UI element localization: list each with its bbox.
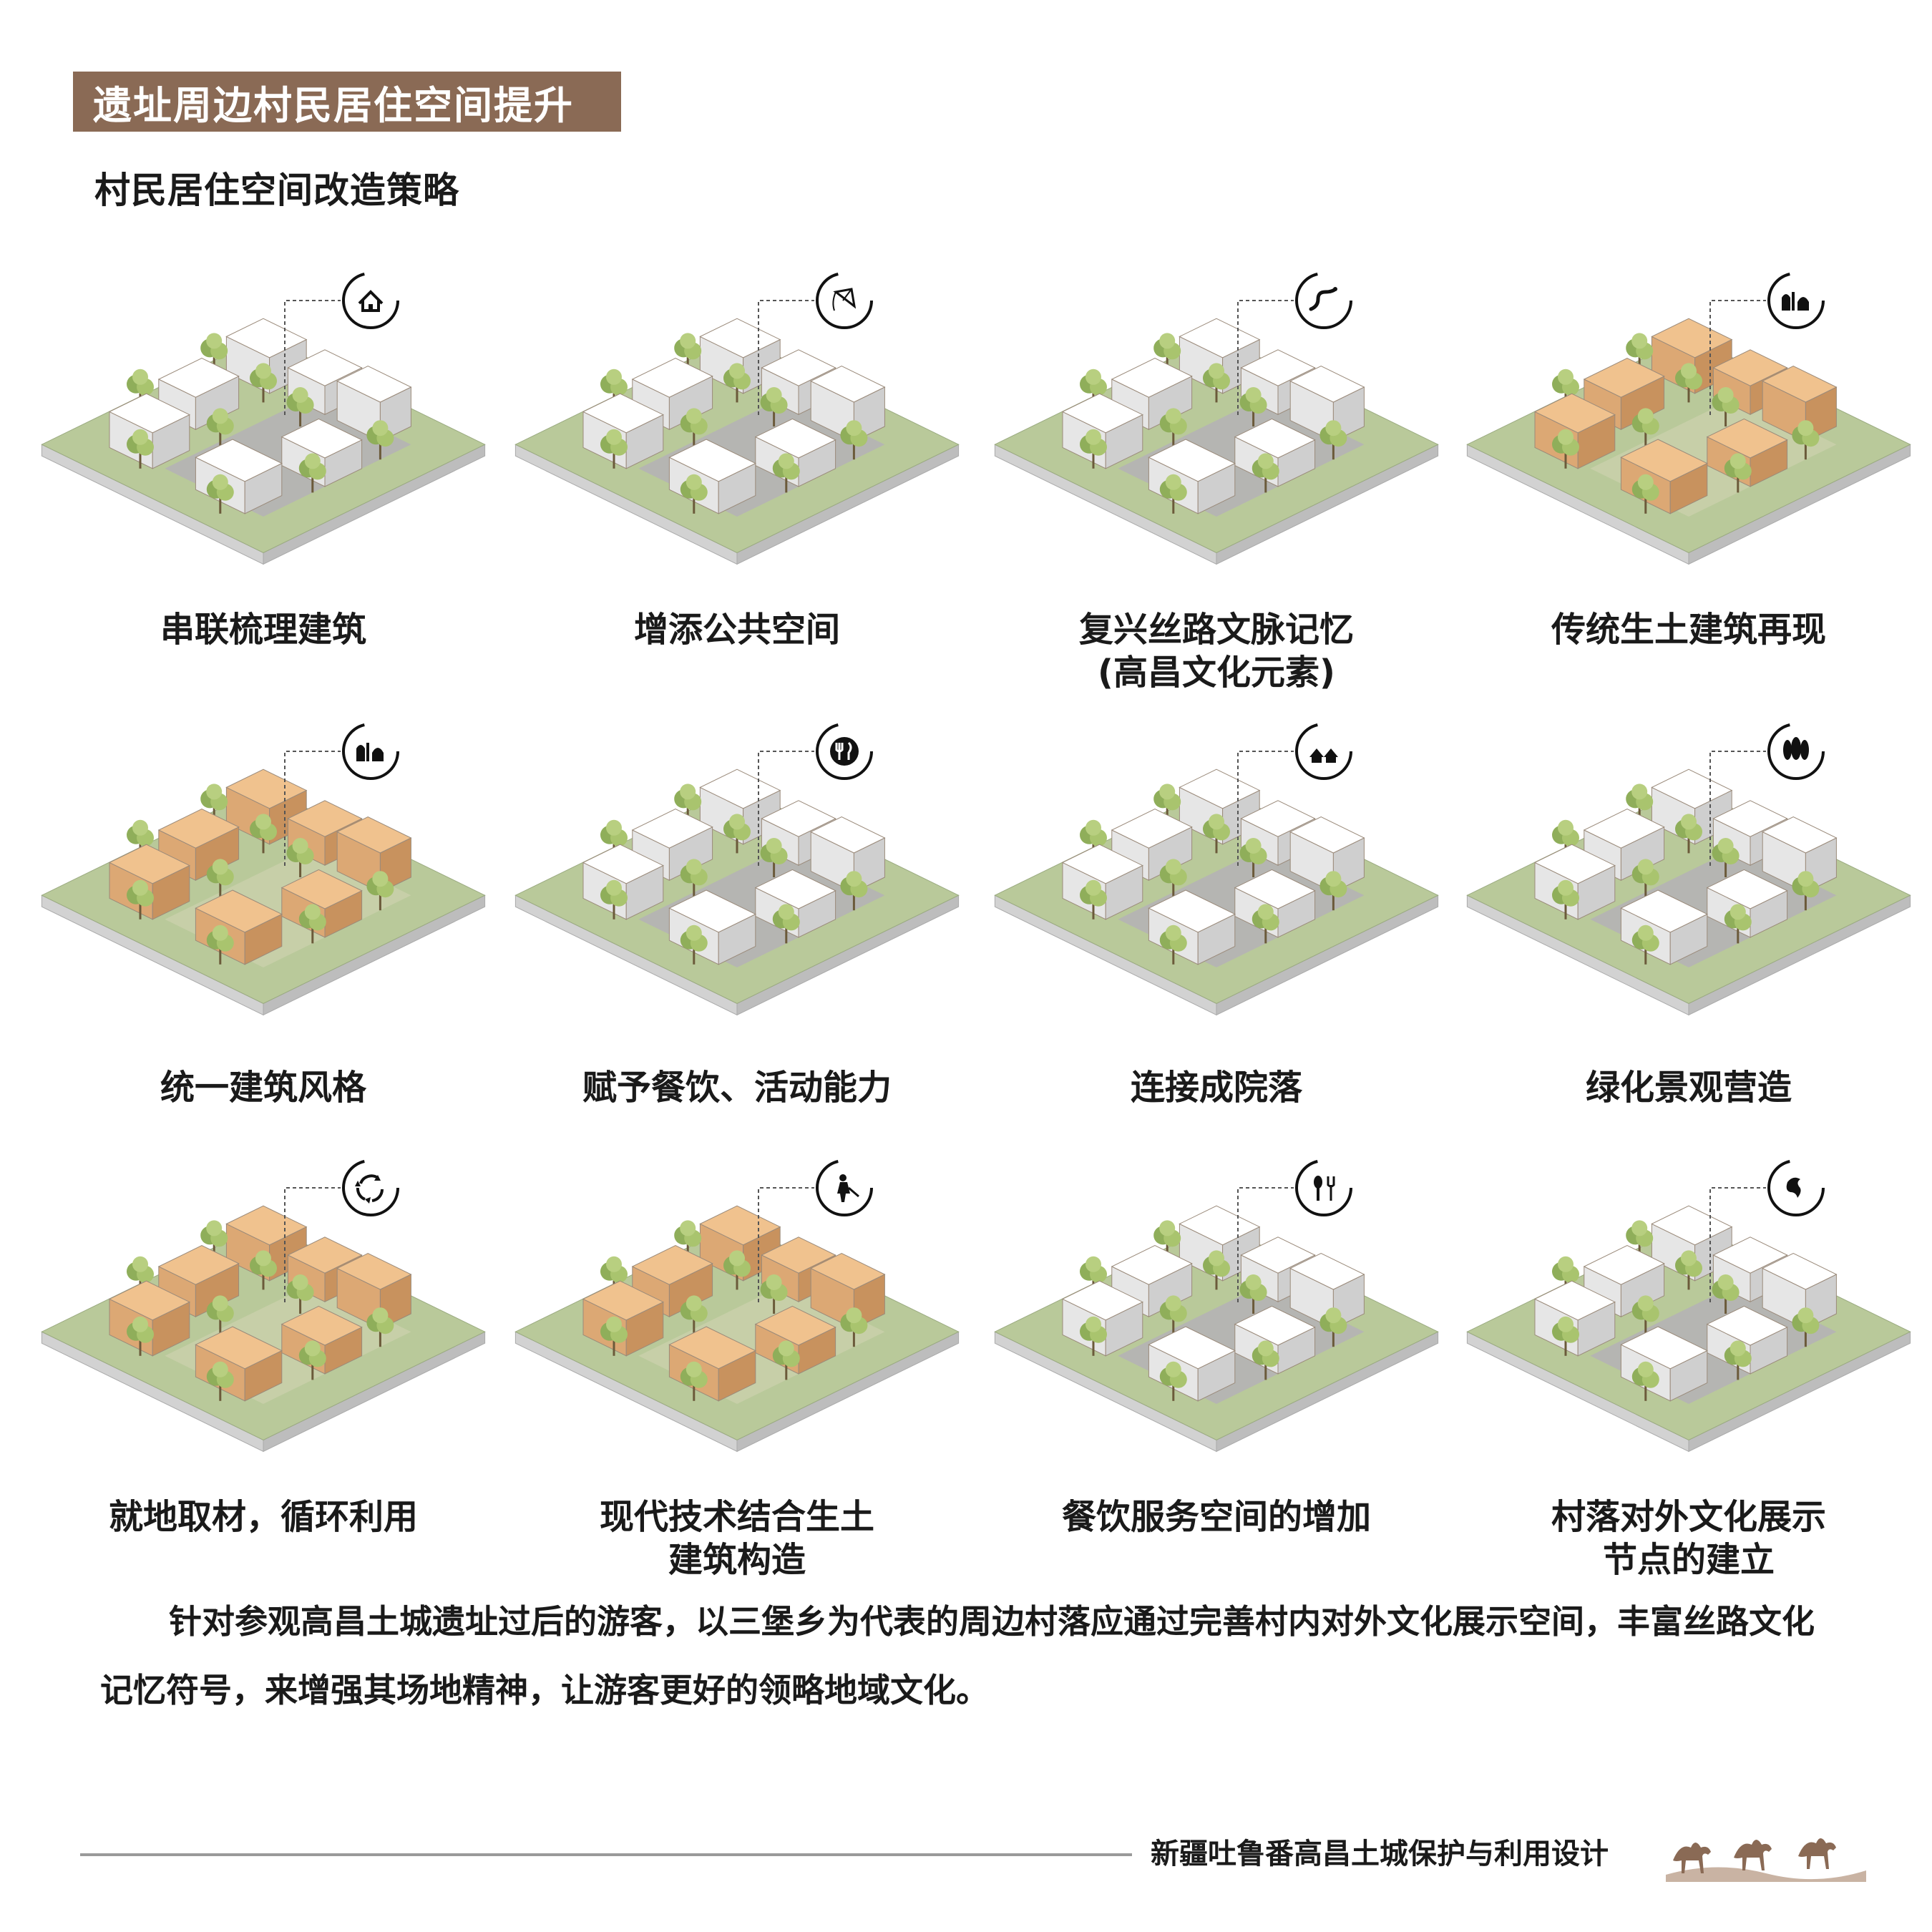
mosque-icon xyxy=(1782,292,1809,311)
description-paragraph: 针对参观高昌土城遗址过后的游客，以三堡乡为代表的周边村落应通过完善村内对外文化展… xyxy=(100,1602,1815,1709)
isometric-diagram xyxy=(994,723,1439,1016)
strategy-card: 餐饮服务空间的增加 xyxy=(980,1145,1453,1589)
silk-road-icon xyxy=(1309,287,1337,311)
isometric-diagram xyxy=(514,1159,960,1453)
isometric-diagram xyxy=(41,272,486,565)
recycle-icon xyxy=(355,1174,384,1204)
camel-logo xyxy=(1659,1810,1873,1892)
isometric-diagram xyxy=(994,272,1439,565)
isometric-diagram xyxy=(994,1159,1439,1453)
section-subtitle: 村民居住空间改造策略 xyxy=(94,170,459,211)
strategy-caption: 统一建筑风格 xyxy=(160,1068,366,1108)
strategy-card: 就地取材，循环利用 xyxy=(27,1145,499,1589)
strategy-caption: 绿化景观营造 xyxy=(1585,1068,1792,1108)
page-title: 遗址周边村民居住空间提升 xyxy=(73,72,621,132)
spoon-fork-icon xyxy=(1314,1176,1335,1201)
isometric-diagram xyxy=(1466,272,1911,565)
strategy-caption: 串联梳理建筑 xyxy=(160,610,366,650)
isometric-diagram xyxy=(41,1159,486,1453)
kite-icon xyxy=(832,288,857,311)
strategy-card: 传统生土建筑再现 xyxy=(1453,258,1925,701)
strategy-caption: 增添公共空间 xyxy=(633,610,840,650)
dining-icon xyxy=(830,737,859,766)
houses-icon xyxy=(1309,748,1338,763)
strategy-card: 赋予餐饮、活动能力 xyxy=(501,708,973,1152)
strategy-caption: 现代技术结合生土 建筑构造 xyxy=(599,1497,874,1580)
strategy-caption: 村落对外文化展示 节点的建立 xyxy=(1551,1497,1826,1580)
strategy-caption: 餐饮服务空间的增加 xyxy=(1061,1497,1371,1537)
isometric-diagram xyxy=(41,723,486,1016)
mosque-icon xyxy=(356,743,384,761)
isometric-diagram xyxy=(1466,723,1911,1016)
culture-icon xyxy=(1786,1177,1801,1198)
footer-divider xyxy=(80,1853,1132,1856)
strategy-card: 统一建筑风格 xyxy=(27,708,499,1152)
worker-icon xyxy=(837,1174,859,1202)
strategy-card: 现代技术结合生土 建筑构造 xyxy=(501,1145,973,1589)
strategy-card: 复兴丝路文脉记忆 (高昌文化元素) xyxy=(980,258,1453,701)
strategy-caption: 就地取材，循环利用 xyxy=(108,1497,418,1537)
strategy-card: 增添公共空间 xyxy=(501,258,973,701)
strategy-card: 串联梳理建筑 xyxy=(27,258,499,701)
footer-project-title: 新疆吐鲁番高昌土城保护与利用设计 xyxy=(1151,1838,1609,1870)
trees-icon xyxy=(1783,737,1809,760)
strategy-caption: 连接成院落 xyxy=(1130,1068,1302,1108)
strategy-caption: 复兴丝路文脉记忆 (高昌文化元素) xyxy=(1078,610,1354,693)
strategy-card: 绿化景观营造 xyxy=(1453,708,1925,1152)
strategy-card: 连接成院落 xyxy=(980,708,1453,1152)
isometric-diagram xyxy=(1466,1159,1911,1453)
strategy-caption: 传统生土建筑再现 xyxy=(1551,610,1826,650)
strategy-card: 村落对外文化展示 节点的建立 xyxy=(1453,1145,1925,1589)
isometric-diagram xyxy=(514,723,960,1016)
strategy-caption: 赋予餐饮、活动能力 xyxy=(582,1068,892,1108)
isometric-diagram xyxy=(514,272,960,565)
house-icon xyxy=(358,290,384,312)
